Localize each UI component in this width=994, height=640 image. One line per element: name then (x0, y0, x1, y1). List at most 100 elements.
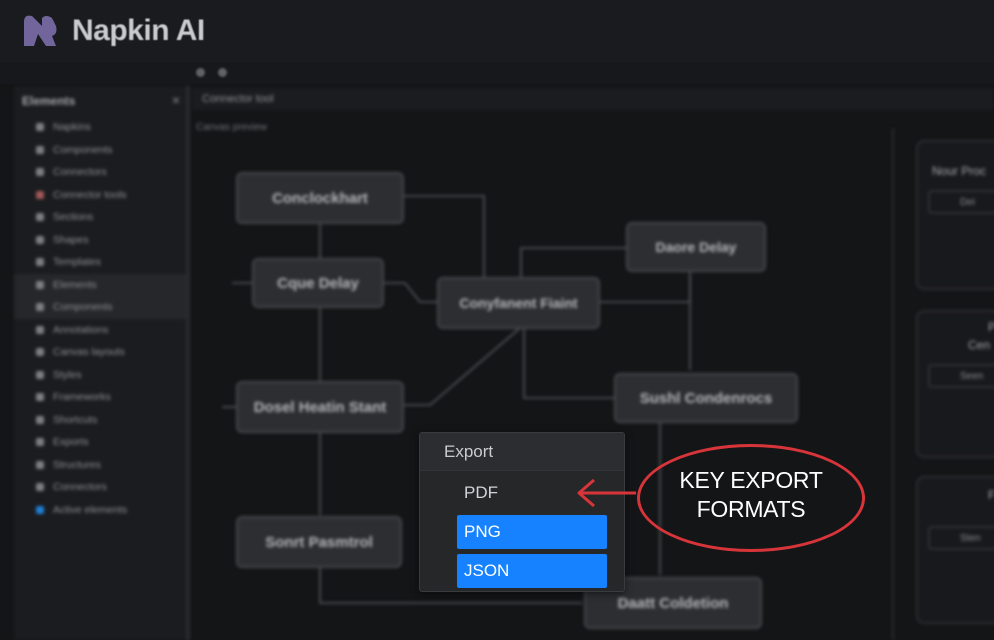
sidebar-item[interactable]: Napkins (14, 116, 186, 139)
canvas-subtitle: Canvas preview (196, 122, 268, 133)
export-json-option[interactable]: JSON (457, 554, 607, 588)
flow-node[interactable]: Conclockhart (236, 172, 404, 224)
annotation-label: KEY EXPORT FORMATS (640, 466, 862, 524)
sidebar-item-label: Annotations (53, 323, 109, 336)
forward-icon[interactable] (218, 68, 227, 77)
flow-node-label: Daore Delay (655, 239, 737, 255)
sidebar-item[interactable]: Shortcuts (14, 409, 186, 432)
sidebar-item-icon (36, 280, 44, 289)
sidebar-item-label: Elements (53, 278, 97, 291)
sidebar-item[interactable]: Components (14, 296, 186, 319)
flow-node-label: Cque Delay (277, 274, 359, 292)
sidebar-item-icon (36, 168, 44, 177)
flow-node[interactable]: Sonrt Pasmtrol (236, 516, 402, 568)
sidebar-item-icon (36, 235, 44, 244)
flow-node-label: Conyfanent Fiaint (459, 295, 578, 311)
app-header: Napkin AI (0, 0, 994, 62)
flow-node[interactable]: Sushl Condenrocs (614, 373, 798, 423)
sidebar-item-label: Components (53, 143, 113, 156)
flow-node[interactable]: Dosel Heatin Stant (236, 381, 404, 433)
sidebar-item-icon (36, 258, 44, 267)
sidebar-item[interactable]: Exports (14, 431, 186, 454)
sidebar-item[interactable]: Connector tools (14, 184, 186, 207)
sidebar-item[interactable]: Elements (14, 273, 186, 296)
sidebar-heading: Elements (22, 94, 76, 108)
sidebar-item-label: Connectors (53, 166, 107, 179)
flow-node[interactable]: Conyfanent Fiaint (437, 277, 600, 329)
sidebar-item[interactable]: Connectors (14, 476, 186, 499)
sidebar-item-label: Shortcuts (53, 413, 98, 426)
sidebar-item-icon (36, 460, 44, 469)
export-menu: Export PDF PNG JSON (419, 432, 625, 592)
sidebar-item-icon (36, 370, 44, 379)
export-pdf-option[interactable]: PDF (464, 483, 498, 502)
flow-node-label: Sonrt Pasmtrol (265, 533, 373, 551)
sidebar-item[interactable]: Structures (14, 454, 186, 477)
sidebar-close-icon[interactable]: × (171, 92, 180, 108)
sidebar-item-icon (36, 303, 44, 312)
export-menu-header: Export (420, 433, 624, 471)
sidebar-item[interactable]: Styles (14, 364, 186, 387)
sidebar-item-label: Exports (53, 436, 89, 449)
properties-card: Nour Proc Dei (916, 140, 994, 290)
flow-node-label: Dosel Heatin Stant (253, 398, 387, 416)
sidebar-item-label: Structures (53, 458, 101, 471)
sidebar-item[interactable]: Annotations (14, 319, 186, 342)
card-field[interactable]: Dei (928, 190, 994, 214)
sidebar-item-label: Frameworks (53, 391, 111, 404)
sidebar-item-icon (36, 123, 44, 132)
flow-node[interactable]: Daore Delay (626, 222, 766, 272)
right-panel-divider (892, 128, 894, 640)
properties-card: P Cen Seen (916, 310, 994, 458)
sidebar-item[interactable]: Shapes (14, 229, 186, 252)
annotation-line-1: KEY EXPORT (679, 467, 823, 493)
sidebar-item-label: Napkins (53, 121, 91, 134)
sidebar-list: Napkins Components Connectors Connector … (14, 116, 186, 521)
sidebar-item-icon (36, 415, 44, 424)
sidebar-item[interactable]: Components (14, 139, 186, 162)
export-png-option[interactable]: PNG (457, 515, 607, 549)
flow-node-label: Sushl Condenrocs (639, 389, 773, 407)
card-title: F (988, 488, 994, 502)
sidebar-item-label: Connector tools (53, 188, 127, 201)
sidebar-item[interactable]: Sections (14, 206, 186, 229)
sidebar-item[interactable]: Connectors (14, 161, 186, 184)
annotation-line-2: FORMATS (696, 496, 806, 522)
toolbar (0, 62, 994, 84)
sidebar-item-label: Sections (53, 211, 94, 224)
sidebar-item-icon (36, 145, 44, 154)
sidebar-item[interactable]: Active elements (14, 499, 186, 522)
app-title: Napkin AI (72, 14, 205, 47)
flow-node-label: Daatt Coldetion (617, 594, 729, 612)
sidebar-item[interactable]: Frameworks (14, 386, 186, 409)
sidebar-item-icon (36, 325, 44, 334)
canvas-tabbar: Connector tool (192, 88, 994, 110)
sidebar-item-label: Active elements (53, 503, 128, 516)
sidebar-item-icon (36, 348, 44, 357)
card-field[interactable]: Seen (928, 364, 994, 388)
card-title: Nour Proc (932, 164, 987, 178)
annotation-circle (637, 444, 865, 552)
sidebar-item[interactable]: Canvas layouts (14, 341, 186, 364)
sidebar-item-icon (36, 483, 44, 492)
sidebar-item-label: Templates (53, 256, 101, 269)
sidebar-item-icon (36, 438, 44, 447)
sidebar-item[interactable]: Templates (14, 251, 186, 274)
canvas-tab[interactable]: Connector tool (202, 93, 274, 105)
sidebar-item-icon (36, 505, 44, 514)
flow-node-label: Conclockhart (272, 189, 368, 207)
sidebar-item-label: Shapes (53, 233, 89, 246)
sidebar-item-label: Canvas layouts (53, 346, 125, 359)
back-icon[interactable] (196, 68, 205, 77)
napkin-logo-icon (24, 15, 57, 46)
card-field[interactable]: Sten (928, 526, 994, 550)
sidebar-item-icon (36, 393, 44, 402)
sidebar: Elements × Napkins Components Connectors… (14, 86, 190, 640)
properties-card: F Sten (916, 476, 994, 624)
flow-node[interactable]: Cque Delay (252, 258, 384, 308)
sidebar-item-icon (36, 190, 44, 199)
sidebar-item-label: Components (53, 301, 113, 314)
sidebar-item-icon (36, 213, 44, 222)
